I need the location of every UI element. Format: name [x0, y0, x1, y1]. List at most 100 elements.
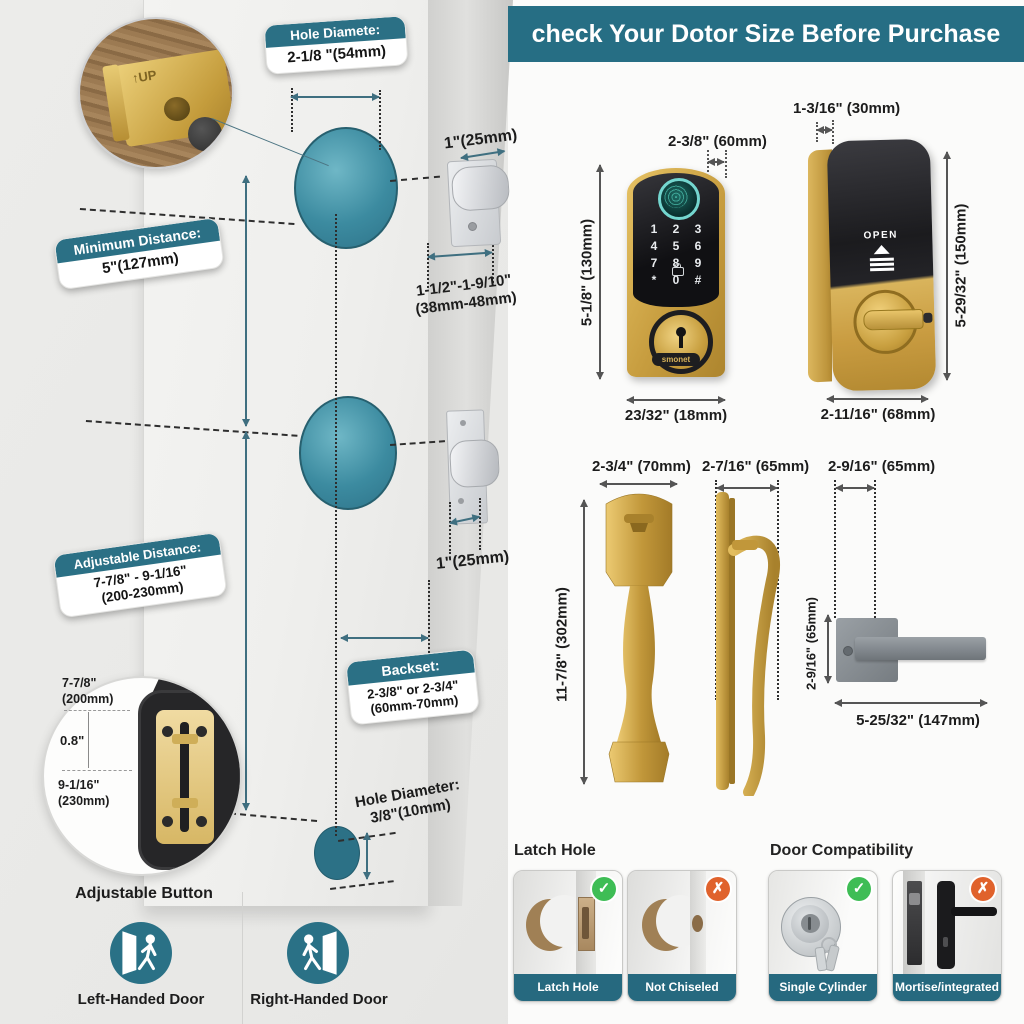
keyhole-icon [676, 327, 686, 337]
adjust-bottom2: (230mm) [58, 793, 110, 808]
door-person-glyph [122, 931, 157, 975]
keyway-slot [808, 917, 811, 930]
adjust-tab-gold [172, 798, 198, 808]
screw-dot [468, 222, 477, 231]
latch-bore-hole [299, 396, 397, 510]
guide-line [479, 498, 481, 550]
keypad-depth-label: 23/32" (18mm) [624, 407, 728, 424]
screw-dot [458, 498, 464, 504]
adjustable-distance-arrow [242, 431, 250, 811]
small-bore-hole [692, 915, 703, 932]
check-badge: ✓ [847, 877, 871, 901]
bore-centerline [335, 214, 337, 836]
padlock-icon [672, 263, 684, 276]
card-mortise-integrated: ✗ Mortise/integrated [892, 870, 1002, 1002]
interior-width-label: 2-11/16" (68mm) [820, 406, 936, 423]
fingerprint-sensor-icon [658, 178, 700, 220]
page-title: check Your Dotor Size Before Purchase [531, 19, 1001, 48]
backset-badge: Backset: 2-3/8" or 2-3/4" (60mm-70mm) [345, 648, 480, 726]
handleset-front-view [605, 493, 673, 783]
handleset-side-view [716, 492, 780, 796]
door-person-glyph [302, 931, 337, 975]
door-compatibility-section-title: Door Compatibility [770, 842, 914, 859]
handle-keyhole [943, 937, 948, 947]
left-handed-door-icon [110, 922, 172, 984]
lever-depth-label: 2-9/16" (65mm) [828, 458, 936, 475]
guide-line [449, 502, 451, 554]
keypad-lock-body: 1 2 3 4 5 6 7 8 9 * 0 # smonet [627, 168, 725, 377]
interior-lock-body: OPEN [826, 138, 937, 392]
card-single-cylinder: ✓ Single Cylinder [768, 870, 878, 1002]
door-cross-section [628, 871, 736, 974]
adjust-bottom-label: 9-1/16" (230mm) [58, 778, 109, 809]
guide-line [874, 480, 876, 618]
up-text: UP [137, 67, 158, 85]
adjustable-button-inset [42, 676, 242, 876]
open-label: OPEN [863, 229, 899, 242]
small-hole-arrow [363, 832, 371, 880]
adjust-top2: (200mm) [62, 691, 114, 706]
keypad-width-arrow [707, 158, 725, 166]
keypad-keys: 1 2 3 4 5 6 7 8 9 * 0 # [643, 222, 709, 287]
screw-dot [162, 726, 173, 737]
handle-width-arrow [599, 480, 678, 488]
adjustable-button-caption: Adjustable Button [75, 885, 213, 902]
latch-screw-dark [188, 117, 222, 151]
guide-line [492, 238, 494, 283]
keypad-width-label: 2-3/8" (60mm) [668, 133, 767, 150]
key-hash: # [694, 273, 702, 287]
keypad-depth-arrow [626, 396, 726, 404]
lever-height-label: 2-9/16" (65mm) [803, 597, 819, 690]
lever-bar [855, 637, 986, 660]
backset-arrow [340, 634, 429, 642]
handle-side-arrow [716, 484, 778, 492]
guide-line [64, 710, 130, 711]
guide-line [379, 90, 381, 150]
keypad-height-arrow [596, 164, 604, 380]
mortise-bolt [909, 893, 920, 905]
handle-height-arrow [580, 499, 588, 785]
lever-height-arrow [824, 614, 832, 684]
handle-lever-black [951, 907, 997, 916]
card-not-chiseled: ✗ Not Chiseled [627, 870, 737, 1002]
screw-bore-hole [314, 826, 360, 880]
right-background [508, 0, 1024, 1024]
latch-mortise-bolt [582, 907, 589, 939]
cross-badge: ✗ [706, 877, 730, 901]
open-arrow-icon [873, 244, 890, 255]
handle-width-label: 2-3/4" (70mm) [592, 458, 691, 475]
key-7: 7 [650, 256, 658, 270]
open-lines-icon [869, 257, 894, 261]
card-latch-hole: ✓ Latch Hole [513, 870, 623, 1002]
key-1: 1 [650, 222, 658, 236]
left-handed-door-label: Left-Handed Door [77, 991, 205, 1008]
latch-hole-dark [164, 97, 190, 121]
key-2: 2 [672, 222, 680, 236]
interior-width-arrow [826, 395, 929, 403]
handle-side-depth-label: 2-7/16" (65mm) [702, 458, 810, 475]
adjust-top-label: 7-7/8" (200mm) [62, 676, 113, 707]
interior-height-label: 5-29/32" (150mm) [952, 203, 970, 328]
interior-height-arrow [943, 151, 951, 381]
interior-depth-label: 1-3/16" (30mm) [793, 100, 901, 117]
deadbolt-bore-hole [294, 127, 398, 249]
deadbolt-bolt [450, 164, 511, 212]
brand-plate: smonet [652, 353, 700, 366]
lever-length-label: 5-25/32" (147mm) [856, 712, 980, 729]
wall-seam-line [242, 892, 243, 1024]
lever-depth-arrow [835, 484, 875, 492]
card-caption: Latch Hole [514, 974, 622, 1001]
brand-label: smonet [661, 355, 691, 364]
guide-line [834, 480, 836, 618]
card-caption: Mortise/integrated [893, 974, 1001, 1001]
screw-dot [196, 726, 207, 737]
key-6: 6 [694, 239, 702, 253]
passage-latch-bolt [448, 438, 501, 489]
check-badge: ✓ [592, 877, 616, 901]
hole-diameter-badge: Hole Diamete: 2-1/8 "(54mm) [263, 15, 409, 75]
guide-line [427, 243, 429, 288]
thumbturn-notch [923, 312, 933, 323]
adjust-top1: 7-7/8" [62, 676, 97, 690]
right-handed-door-icon [287, 922, 349, 984]
